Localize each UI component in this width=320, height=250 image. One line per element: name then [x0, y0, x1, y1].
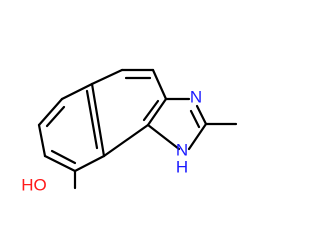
bond-n-c2 [195, 104, 208, 126]
bond-n-c2-inner [189, 109, 201, 129]
bond-c8-c8a [73, 154, 106, 173]
structure-canvas: N N H HO [21, 68, 238, 195]
bond-c4a-c4 [90, 68, 124, 86]
bond-c4a-c5 [60, 82, 94, 101]
bond-c9b-c8a [102, 123, 150, 158]
bond-c6-c7 [37, 123, 47, 158]
nitrogen-amine-label: N [176, 140, 188, 159]
molecule-diagram: N N H HO [21, 68, 238, 194]
bond-c2-nh [187, 122, 208, 151]
nitrogen-amine-hydrogen-label: H [176, 157, 188, 176]
bond-c8a-c4a [90, 82, 106, 158]
ring-left [37, 82, 106, 173]
hydroxyl-label: HO [21, 175, 47, 194]
nitrogen-imine-label: N [190, 87, 202, 106]
bond-nh-c9b [146, 123, 181, 151]
bond-c3a-c9b [146, 97, 168, 127]
bond-c7-c8-inner [50, 149, 77, 165]
bond-c5-c6-inner [45, 105, 66, 128]
bond-c5-c6 [37, 97, 64, 127]
ring-imidazole [146, 97, 238, 151]
bond-c3-c3a [151, 68, 168, 101]
bond-c7-c8 [43, 154, 77, 173]
bond-c3a-c9b-inner [142, 99, 160, 122]
ring-right [90, 68, 168, 158]
bond-c8a-c4a-inner [85, 89, 99, 150]
